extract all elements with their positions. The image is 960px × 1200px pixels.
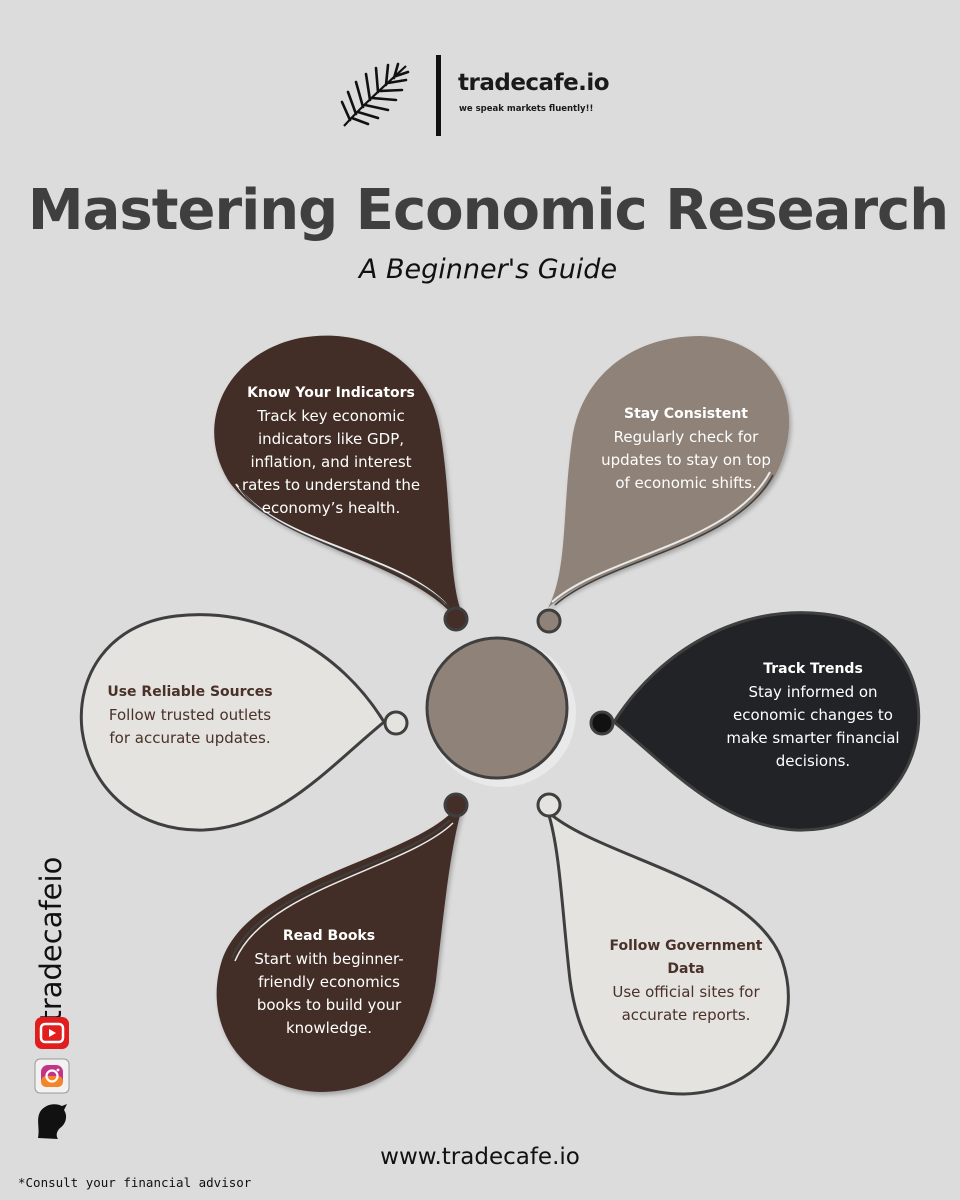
petal-body: Track key economic indicators like GDP, … <box>241 407 421 517</box>
petal-knob-use-reliable-sources <box>383 710 409 736</box>
petal-follow-government-data <box>536 792 790 1096</box>
disclaimer: *Consult your financial advisor <box>18 1175 252 1190</box>
center-disc <box>425 636 576 787</box>
petal-heading: Stay Consistent <box>624 406 748 422</box>
petal-heading: Read Books <box>282 928 376 944</box>
header: tradecafe.io we speak markets fluently!! <box>0 0 960 160</box>
petal-body: Use official sites for accurate reports. <box>612 983 760 1024</box>
petal-heading: Know Your Indicators <box>247 385 415 401</box>
petal-text-follow-government-data: Follow Government Data Use official site… <box>586 935 786 1027</box>
petal-text-track-trends: Track Trends Stay informed on economic c… <box>710 658 916 773</box>
petal-stay-consistent <box>536 336 790 634</box>
social-handle: /tradecafeio <box>34 856 68 1032</box>
youtube-icon[interactable] <box>34 1016 70 1050</box>
petal-text-know-your-indicators: Know Your Indicators Track key economic … <box>226 382 436 520</box>
petal-knob-track-trends <box>589 710 615 736</box>
petal-body: Stay informed on economic changes to mak… <box>726 683 900 770</box>
petal-body: Start with beginner- friendly economics … <box>254 950 404 1037</box>
petal-track-trends <box>589 611 921 832</box>
petal-body: Regularly check for updates to stay on t… <box>601 428 771 492</box>
brand-name: tradecafe.io <box>458 70 610 96</box>
page-title: Mastering Economic Research <box>27 178 949 243</box>
petal-read-books <box>216 792 469 1092</box>
petal-heading: Use Reliable Sources <box>107 684 273 700</box>
instagram-icon[interactable] <box>34 1058 70 1094</box>
petal-know-your-indicators <box>214 335 469 632</box>
petal-use-reliable-sources <box>79 613 409 832</box>
x-bird-icon[interactable] <box>34 1102 70 1140</box>
website-link[interactable]: www.tradecafe.io <box>380 1144 580 1170</box>
petal-text-read-books: Read Books Start with beginner- friendly… <box>226 925 432 1040</box>
petal-heading: Follow Government Data <box>609 938 763 977</box>
petal-knob-follow-government-data <box>536 792 562 818</box>
petal-body: Follow trusted outlets for accurate upda… <box>108 706 272 747</box>
logo-divider <box>436 55 441 136</box>
petal-knob-know-your-indicators <box>443 606 469 632</box>
petal-heading: Track Trends <box>763 661 863 677</box>
palm-leaf-icon <box>340 62 410 127</box>
petal-text-stay-consistent: Stay Consistent Regularly check for upda… <box>584 403 788 495</box>
brand-tagline: we speak markets fluently!! <box>459 104 594 114</box>
petal-text-use-reliable-sources: Use Reliable Sources Follow trusted outl… <box>90 681 290 750</box>
petal-knob-stay-consistent <box>536 608 562 634</box>
page-subtitle: A Beginner's Guide <box>358 254 618 285</box>
petal-knob-read-books <box>443 792 469 818</box>
